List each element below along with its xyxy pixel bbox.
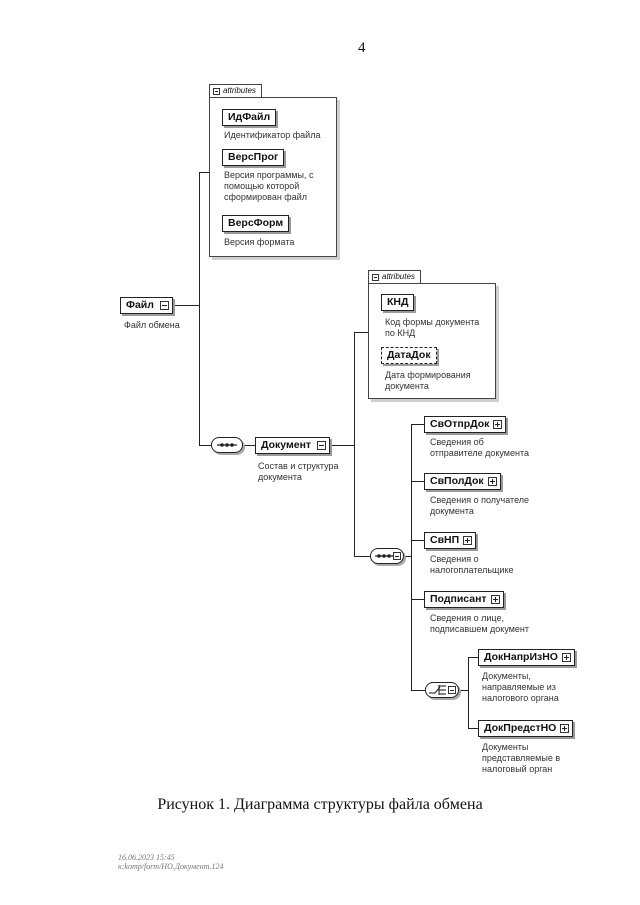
- connector: [411, 481, 424, 483]
- page-number: 4: [358, 40, 366, 56]
- element-document-desc: Состав и структура документа: [258, 461, 339, 482]
- connector: [411, 599, 424, 601]
- element-doknaprizno[interactable]: ДокНапрИзНО: [478, 649, 575, 666]
- attribute-versform[interactable]: ВерсФорм: [222, 215, 290, 232]
- element-document-label: Документ: [261, 439, 312, 451]
- attribute-datadok[interactable]: ДатаДок: [381, 347, 437, 364]
- attributes-label: attributes: [382, 272, 415, 281]
- element-svpoldok[interactable]: СвПолДок: [424, 473, 501, 490]
- attribute-versprog-desc: Версия программы, с помощью которой сфор…: [224, 170, 314, 202]
- connector: [468, 728, 478, 730]
- connector: [199, 172, 201, 446]
- expand-icon[interactable]: [490, 595, 500, 604]
- collapse-icon[interactable]: [448, 686, 456, 694]
- attributes-tab[interactable]: attributes: [368, 270, 421, 283]
- file-attributes-group: ИдФайл Идентификатор файла ВерсПрог Верс…: [209, 97, 337, 257]
- element-doknaprizno-desc: Документы, направляемые из налогового ор…: [482, 671, 559, 703]
- connector: [411, 424, 413, 691]
- element-dokpredstno-label: ДокПредстНО: [484, 722, 557, 734]
- connector: [354, 332, 356, 557]
- element-svnp-label: СвНП: [430, 534, 460, 546]
- connector: [459, 690, 469, 692]
- connector: [175, 305, 200, 307]
- collapse-icon[interactable]: [213, 87, 220, 95]
- sequence-compositor[interactable]: [370, 548, 404, 564]
- connector: [199, 445, 211, 447]
- element-podpisant-desc: Сведения о лице, подписавшем документ: [430, 613, 530, 634]
- expand-icon[interactable]: [487, 477, 497, 486]
- connector: [404, 556, 412, 558]
- connector: [411, 424, 424, 426]
- element-file-label: Файл: [126, 299, 154, 311]
- element-dokpredstno-desc: Документы представляемые в налоговый орг…: [482, 742, 561, 774]
- figure-caption: Рисунок 1. Диаграмма структуры файла обм…: [157, 796, 483, 813]
- collapse-icon[interactable]: [372, 273, 379, 281]
- connector: [468, 657, 478, 659]
- sequence-icon: [375, 554, 393, 558]
- footer-line-1: 16.06.2023 15:45: [118, 853, 175, 862]
- document-attributes-group: КНД Код формы документа по КНД ДатаДок Д…: [368, 283, 496, 399]
- expand-icon[interactable]: [561, 653, 571, 662]
- element-podpisant-label: Подписант: [430, 593, 487, 605]
- element-svnp[interactable]: СвНП: [424, 532, 477, 549]
- element-file-desc: Файл обмена: [124, 320, 180, 330]
- choice-compositor[interactable]: [425, 682, 459, 698]
- expand-icon[interactable]: [493, 420, 503, 429]
- collapse-icon[interactable]: [317, 441, 327, 450]
- element-svpoldok-label: СвПолДок: [430, 475, 484, 487]
- attribute-versform-desc: Версия формата: [224, 237, 295, 247]
- element-svotprdok[interactable]: СвОтпрДок: [424, 416, 507, 433]
- element-svpoldok-desc: Сведения о получателе документа: [430, 495, 530, 516]
- element-svotprdok-label: СвОтпрДок: [430, 418, 490, 430]
- sequence-compositor[interactable]: [211, 437, 243, 453]
- connector: [327, 445, 355, 447]
- connector: [354, 556, 370, 558]
- choice-icon: [429, 685, 446, 695]
- attribute-datadok-desc: Дата формирования документа: [385, 370, 471, 391]
- collapse-icon[interactable]: [393, 552, 401, 560]
- collapse-icon[interactable]: [159, 301, 169, 310]
- connector: [199, 172, 209, 174]
- expand-icon[interactable]: [560, 724, 570, 733]
- element-document[interactable]: Документ: [255, 437, 331, 454]
- connector: [411, 690, 425, 692]
- attribute-knd-desc: Код формы документа по КНД: [385, 317, 480, 338]
- attributes-tab[interactable]: attributes: [209, 84, 262, 97]
- sequence-icon: [217, 443, 237, 447]
- element-doknaprizno-label: ДокНапрИзНО: [484, 651, 558, 663]
- element-dokpredstno[interactable]: ДокПредстНО: [478, 720, 574, 737]
- connector: [411, 540, 424, 542]
- connector: [468, 657, 470, 729]
- attribute-knd[interactable]: КНД: [381, 294, 415, 311]
- element-podpisant[interactable]: Подписант: [424, 591, 504, 608]
- connector: [354, 332, 368, 334]
- footer-line-2: к:komp/form/НО.Документ.124: [118, 862, 224, 871]
- element-svnp-desc: Сведения о налогоплательщике: [430, 554, 514, 575]
- attribute-idfile-desc: Идентификатор файла: [224, 130, 321, 140]
- attribute-versprog[interactable]: ВерсПрог: [222, 149, 285, 166]
- attribute-idfile[interactable]: ИдФайл: [222, 109, 277, 126]
- attributes-label: attributes: [223, 86, 256, 95]
- connector: [243, 445, 255, 447]
- element-file[interactable]: Файл: [120, 297, 173, 314]
- element-svotprdok-desc: Сведения об отправителе документа: [430, 437, 529, 458]
- expand-icon[interactable]: [463, 536, 473, 545]
